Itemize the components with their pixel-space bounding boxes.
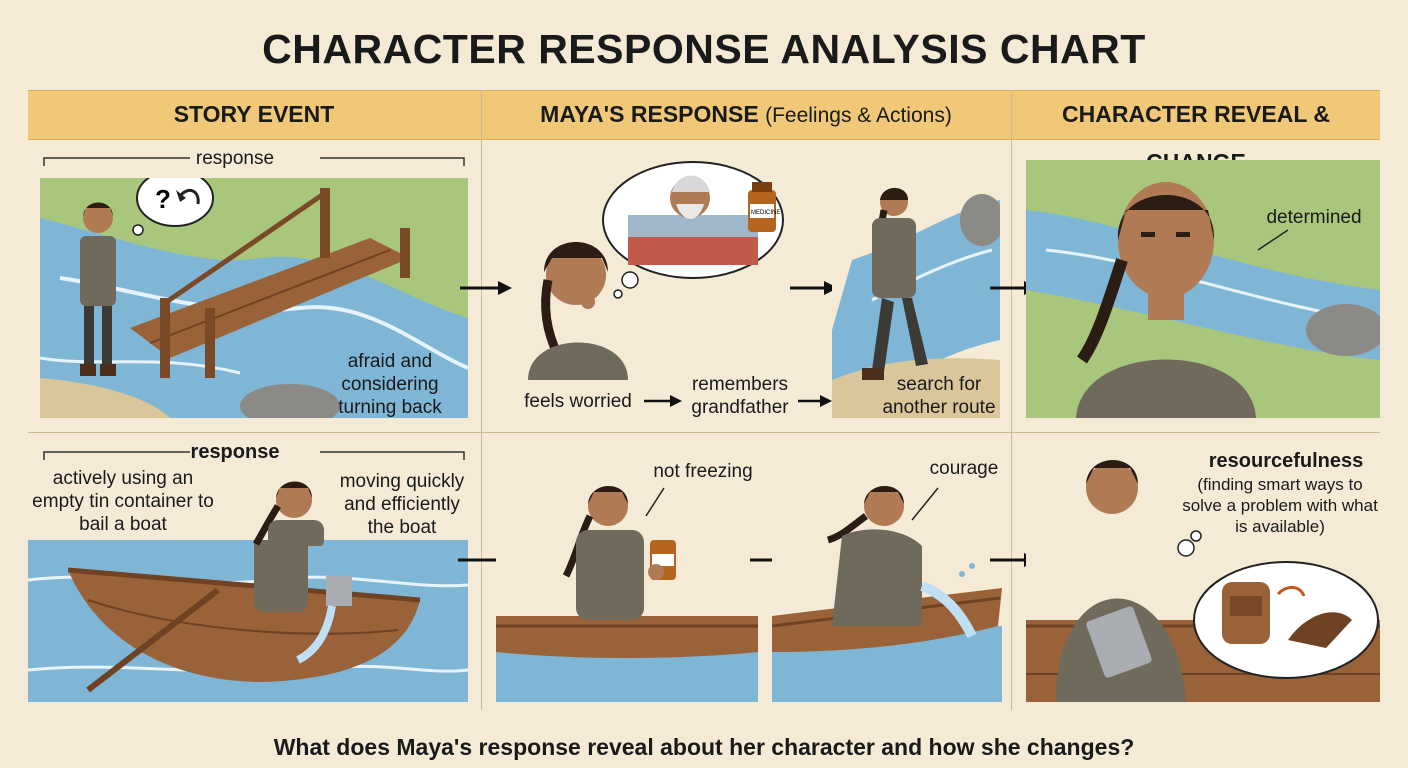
analysis-question: What does Maya's response reveal about h… xyxy=(273,734,1135,760)
column-divider xyxy=(1011,90,1012,710)
maya-bailing-figure xyxy=(254,540,352,664)
bracket-line xyxy=(43,157,465,166)
worried-maya-scene: MEDICINE xyxy=(518,160,786,380)
step-courage: courage xyxy=(929,458,999,479)
reveal-resourcefulness-desc: (finding smart ways to solve a problem w… xyxy=(1182,475,1378,536)
maya-walking-figure xyxy=(862,188,928,380)
header-response-sub: (Feelings & Actions) xyxy=(765,104,952,127)
header-mayas-response: MAYA'S RESPONSE (Feelings & Actions) xyxy=(482,90,1010,138)
searching-route-scene xyxy=(832,180,1000,418)
grandfather-thought-cloud: MEDICINE xyxy=(602,161,784,299)
maya-bailing-head xyxy=(234,466,344,546)
not-freezing-scene xyxy=(496,476,758,702)
determined-portrait-scene xyxy=(1026,160,1380,418)
column-divider xyxy=(481,90,482,710)
row1-event-caption: afraid and considering turning back xyxy=(338,351,442,418)
chart-title: CHARACTER RESPONSE ANALYSIS CHART xyxy=(262,26,1146,72)
arrow-right-icon xyxy=(460,281,512,295)
step-feels-worried: feels worried xyxy=(524,391,632,412)
row1-event-label: response xyxy=(195,148,275,169)
row2-event-label-bracket xyxy=(40,440,468,470)
header-band xyxy=(28,90,1380,140)
thought-bubble-question: ? xyxy=(132,178,214,236)
reveal-resourcefulness-title: resourcefulness xyxy=(1208,450,1364,472)
row1-event-label-bracket xyxy=(40,146,468,176)
header-character-reveal: CHARACTER REVEAL & CHANGE xyxy=(1062,101,1330,175)
courage-scene xyxy=(772,476,1002,702)
header-response-main: MAYA'S RESPONSE xyxy=(540,101,759,127)
step-remembers-grandfather: remembers grandfather xyxy=(691,374,789,418)
maya-worried-figure xyxy=(528,242,628,380)
maya-with-tin-figure xyxy=(1056,460,1186,702)
maya-figure-standing xyxy=(80,202,116,376)
row2-event-label: response xyxy=(190,441,280,463)
row2-event-caption-left: actively using an empty tin container to… xyxy=(32,468,214,535)
maya-holding-medicine-figure xyxy=(562,486,676,620)
arrow-right-icon xyxy=(644,395,682,407)
reveal-determined: determined xyxy=(1266,207,1362,228)
question-mark: ? xyxy=(155,184,171,214)
bailing-boat-scene xyxy=(28,540,468,702)
arrow-right-icon xyxy=(790,281,838,295)
resourcefulness-scene xyxy=(1026,444,1380,702)
medicine-label: MEDICINE xyxy=(751,210,780,216)
bracket-line xyxy=(43,451,465,460)
backpack-shoelace-thought-cloud xyxy=(1177,530,1379,679)
row-divider xyxy=(28,432,1380,433)
step-not-freezing: not freezing xyxy=(653,461,753,482)
maya-scooping-figure xyxy=(826,486,977,639)
row2-event-caption-right: moving quickly and efficiently the boat xyxy=(339,471,465,538)
broken-bridge-scene: ? xyxy=(40,178,468,418)
header-story-event: STORY EVENT xyxy=(173,101,335,127)
bridge-planks xyxy=(130,188,410,378)
step-search-another-route: search for another route xyxy=(882,374,996,418)
maya-determined-figure xyxy=(1076,182,1256,418)
arrow-right-icon xyxy=(798,395,832,407)
